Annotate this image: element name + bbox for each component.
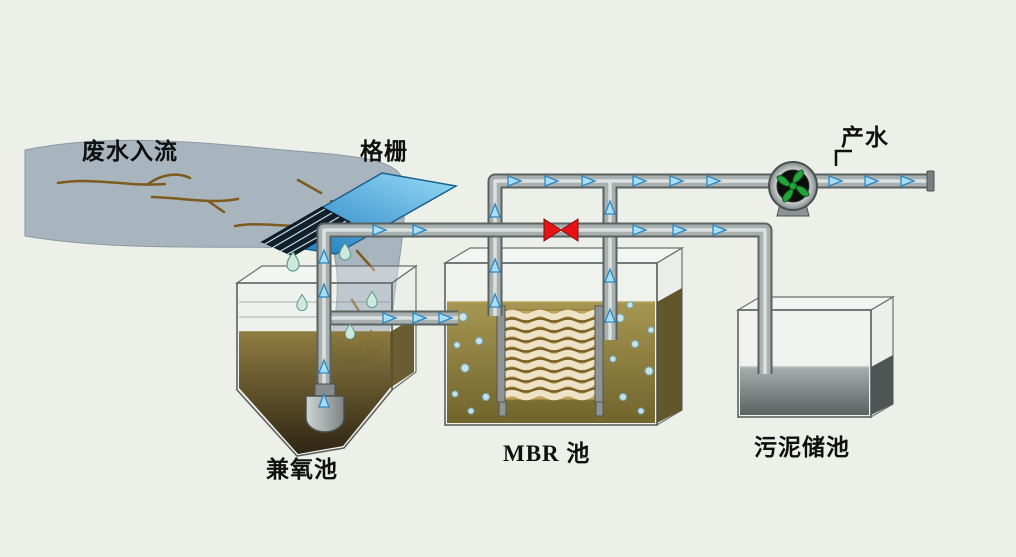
bubbles	[451, 301, 655, 415]
screen-grid	[260, 206, 352, 257]
water-droplets	[286, 241, 378, 340]
impeller-icon	[776, 169, 810, 203]
mbr-tank	[442, 246, 685, 427]
label-sludge-tank: 污泥储池	[754, 435, 850, 460]
label-screen: 格栅	[360, 139, 408, 164]
label-mbr-tank: MBR 池	[503, 441, 591, 466]
membrane-module	[496, 305, 604, 417]
control-valve-icon	[543, 218, 579, 242]
sludge	[740, 367, 869, 415]
label-product-water: 产水	[841, 125, 889, 150]
product-pump	[768, 161, 818, 217]
label-facultative-tank: 兼氧池	[266, 457, 338, 482]
label-inflow: 废水入流	[82, 139, 178, 164]
product-water-leader	[834, 149, 852, 166]
